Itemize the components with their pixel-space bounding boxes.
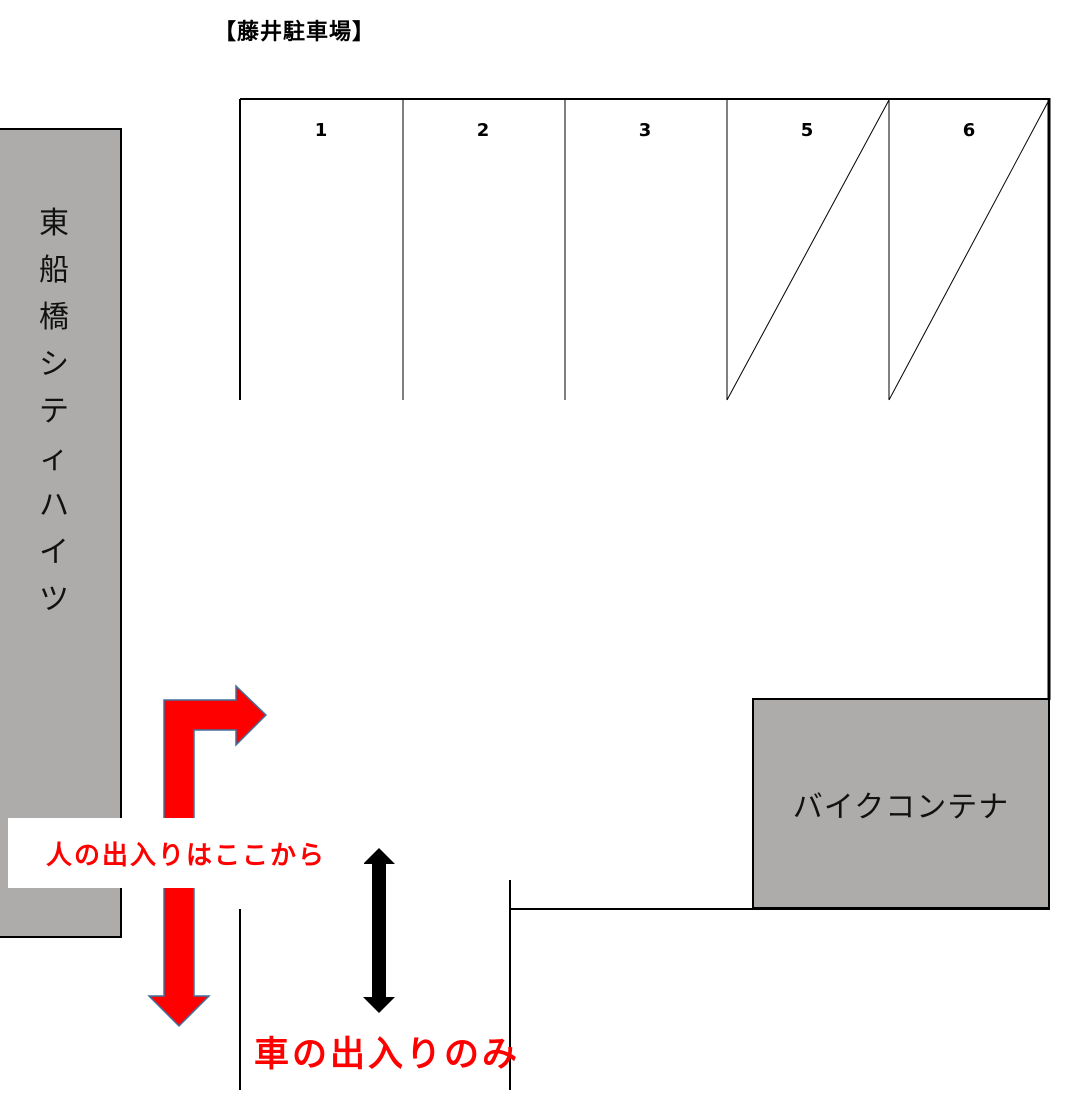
bike-container: バイクコンテナ (752, 698, 1050, 909)
slot-6-crossout (888, 99, 1050, 401)
building-label-char: ィ (39, 441, 69, 476)
building-higashi-funabashi-city-heights: 東 船 橋 シ テ ィ ハ イ ツ (0, 128, 122, 938)
pedestrian-entry-arrow-icon (163, 684, 268, 851)
building-label-char: シ (39, 347, 69, 382)
building-label-char: 橋 (39, 300, 69, 335)
pedestrian-entry-text: 人の出入りはここから (45, 840, 326, 871)
building-label-char: イ (39, 535, 69, 570)
slot-5-crossout (726, 99, 890, 401)
building-label-char: テ (39, 394, 69, 429)
slot-number-5: 5 (800, 120, 814, 141)
building-label: 東 船 橋 シ テ ィ ハ イ ツ (0, 200, 108, 623)
building-label-char: 船 (39, 253, 69, 288)
vehicle-entry-label: 車の出入りのみ (254, 1035, 521, 1075)
bike-container-label: バイクコンテナ (792, 789, 1010, 825)
building-label-char: 東 (39, 206, 69, 241)
slot-number-1: 1 (314, 120, 328, 141)
vehicle-two-way-arrow-icon (363, 848, 395, 1013)
slot-number-6: 6 (962, 120, 976, 141)
pedestrian-entry-label: 人の出入りはここから (8, 818, 364, 888)
building-label-char: ハ (39, 488, 69, 523)
slot-number-3: 3 (638, 120, 652, 141)
building-label-char: ツ (39, 582, 69, 617)
page-title: 【藤井駐車場】 (214, 20, 376, 45)
slot-number-2: 2 (476, 120, 490, 141)
pedestrian-exit-arrow-icon (147, 879, 211, 1028)
